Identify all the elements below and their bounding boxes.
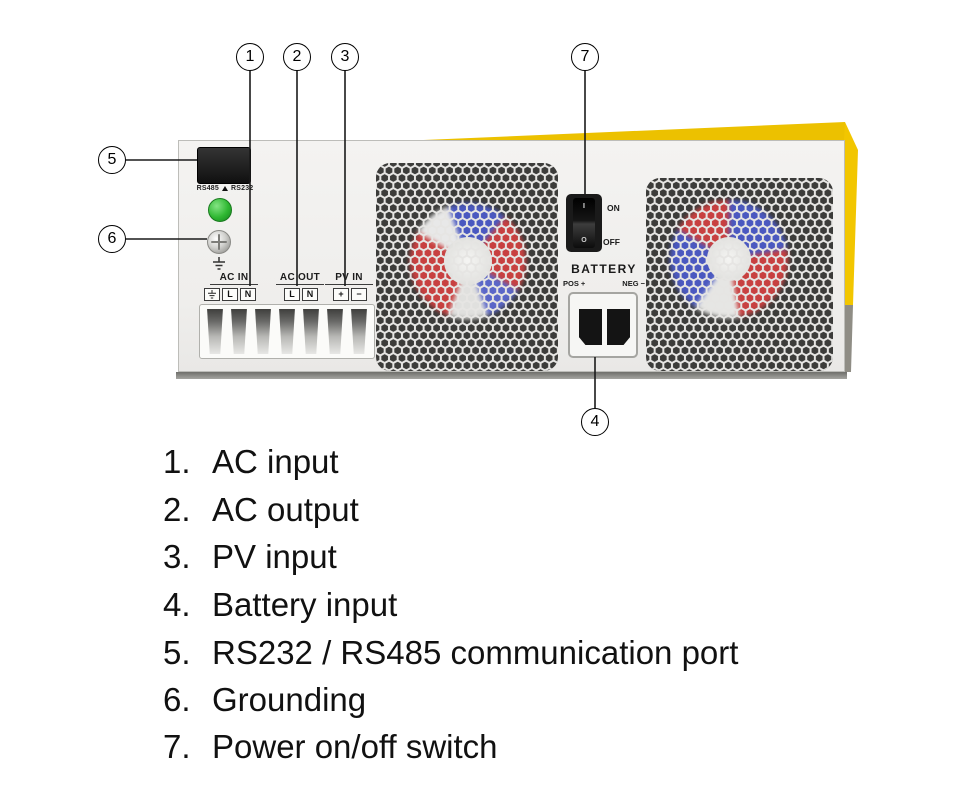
ac-out-label: AC OUT xyxy=(276,272,324,285)
terminal-label-L2: L xyxy=(284,288,300,301)
switch-off-mark: O xyxy=(581,237,587,244)
legend-item-text: AC input xyxy=(212,443,339,480)
battery-connector xyxy=(568,292,638,358)
terminal-slot xyxy=(279,309,295,354)
terminal-label-plus: + xyxy=(333,288,349,301)
switch-on-label: ON xyxy=(607,203,620,213)
battery-slot-positive xyxy=(579,309,602,345)
legend-item-6: 6. Grounding xyxy=(163,679,366,721)
legend-item-text: Grounding xyxy=(212,681,367,718)
terminal-label-N1: N xyxy=(240,288,256,301)
honeycomb-mesh xyxy=(646,178,833,371)
legend-item-number: 6. xyxy=(163,681,191,718)
terminal-slot xyxy=(351,309,367,354)
grounding-screw xyxy=(207,230,231,254)
rs-port-label: RS485 RS232 xyxy=(185,185,265,192)
callout-1: 1 xyxy=(236,43,264,71)
callout-6: 6 xyxy=(98,225,126,253)
battery-slot-negative xyxy=(607,309,630,345)
switch-on-mark: I xyxy=(583,203,585,210)
panel-bottom-bevel xyxy=(176,372,847,379)
battery-label: BATTERY xyxy=(571,262,637,276)
pv-in-label: PV IN xyxy=(325,272,373,285)
ground-terminal-box xyxy=(204,288,220,301)
legend-item-number: 2. xyxy=(163,491,191,528)
terminal-slot xyxy=(255,309,271,354)
callout-4: 4 xyxy=(581,408,609,436)
honeycomb-mesh xyxy=(376,163,558,371)
rs485-rs232-port xyxy=(197,147,251,184)
legend-item-1: 1. AC input xyxy=(163,441,339,483)
legend-item-number: 7. xyxy=(163,728,191,765)
legend-item-number: 4. xyxy=(163,586,191,623)
legend-item-text: PV input xyxy=(212,538,337,575)
terminal-label-minus: − xyxy=(351,288,367,301)
battery-neg-label: NEG − xyxy=(622,279,645,288)
device-rear-panel: RS485 RS232 AC IN AC OUT PV IN L N L N +… xyxy=(178,140,845,372)
terminal-slot xyxy=(303,309,319,354)
chassis-top-edge xyxy=(400,122,845,141)
callout-7: 7 xyxy=(571,43,599,71)
ground-icon xyxy=(208,290,216,299)
rs485-label: RS485 xyxy=(196,185,219,192)
legend-item-number: 5. xyxy=(163,634,191,671)
switch-off-label: OFF xyxy=(603,237,620,247)
fan-grille-right xyxy=(646,178,833,371)
terminal-block xyxy=(199,304,375,359)
terminal-slot xyxy=(231,309,247,354)
callout-3: 3 xyxy=(331,43,359,71)
terminal-slot xyxy=(327,309,343,354)
legend-item-text: RS232 / RS485 communication port xyxy=(212,634,739,671)
chassis-right-edge-lower xyxy=(844,305,853,372)
legend-item-number: 1. xyxy=(163,443,191,480)
terminal-slot xyxy=(207,309,223,354)
ac-in-label: AC IN xyxy=(210,272,258,285)
rs232-label: RS232 xyxy=(231,185,254,192)
power-switch: I O xyxy=(566,194,602,252)
terminal-label-L1: L xyxy=(222,288,238,301)
legend-item-number: 3. xyxy=(163,538,191,575)
legend-item-7: 7. Power on/off switch xyxy=(163,726,498,768)
callout-2: 2 xyxy=(283,43,311,71)
callout-5: 5 xyxy=(98,146,126,174)
legend-item-2: 2. AC output xyxy=(163,489,359,531)
up-arrow-icon xyxy=(222,186,228,191)
battery-pos-label: POS + xyxy=(563,279,586,288)
legend-item-text: Battery input xyxy=(212,586,398,623)
battery-polarity-labels: POS + NEG − xyxy=(563,279,645,288)
terminal-label-N2: N xyxy=(302,288,318,301)
ground-icon xyxy=(213,257,225,270)
legend-item-text: AC output xyxy=(212,491,359,528)
fan-grille-left xyxy=(376,163,558,371)
legend-item-5: 5. RS232 / RS485 communication port xyxy=(163,632,738,674)
power-switch-rocker: I O xyxy=(573,198,595,248)
chassis-right-edge xyxy=(844,122,858,305)
green-indicator-button xyxy=(208,198,232,222)
legend-item-4: 4. Battery input xyxy=(163,584,397,626)
legend-item-3: 3. PV input xyxy=(163,536,337,578)
legend-item-text: Power on/off switch xyxy=(212,728,498,765)
